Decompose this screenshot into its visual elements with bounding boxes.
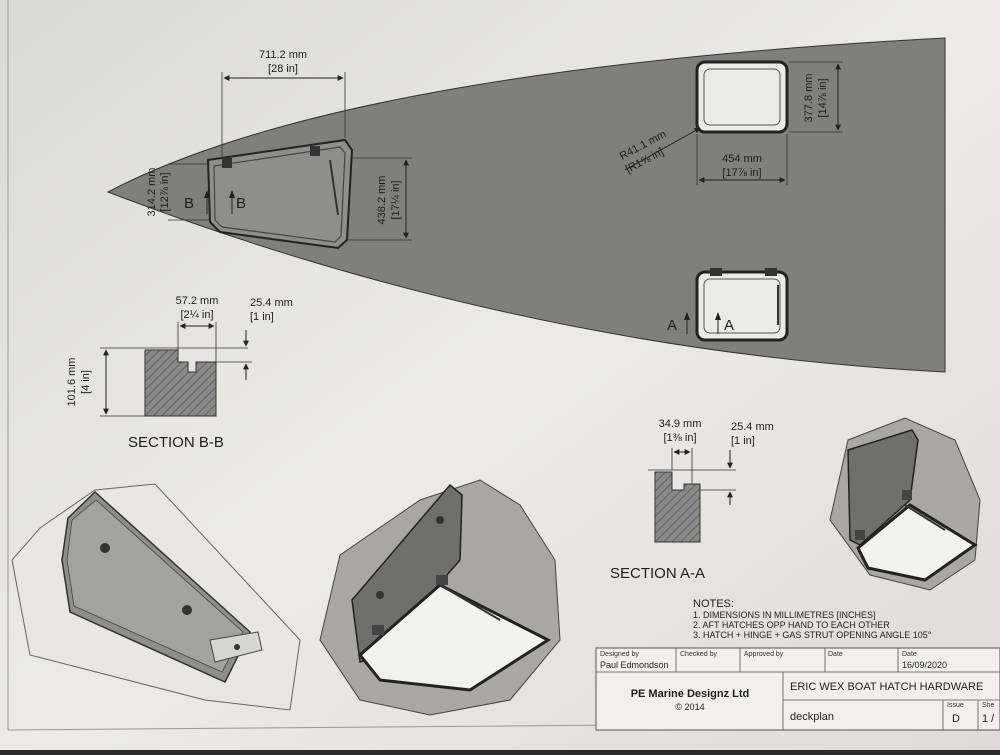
section-aa: 34.9 mm [1⅜ in] 25.4 mm [1 in] SECTION A… bbox=[610, 418, 774, 582]
note-item: 2. AFT HATCHES OPP HAND TO EACH OTHER bbox=[693, 620, 890, 630]
hinge-icon bbox=[234, 644, 240, 650]
notes-block: NOTES: 1. DIMENSIONS IN MILLIMETRES [INC… bbox=[693, 598, 932, 640]
company-name: PE Marine Designz Ltd bbox=[631, 688, 750, 700]
note-item: 1. DIMENSIONS IN MILLIMETRES [INCHES] bbox=[693, 610, 876, 620]
dim-aa-width-in: [1⅜ in] bbox=[663, 432, 696, 444]
sheet-label: She bbox=[982, 702, 995, 709]
lid-fastener-icon bbox=[376, 591, 384, 599]
iso-view-right bbox=[829, 417, 981, 591]
dim-aa-lip-in: [1 in] bbox=[731, 435, 755, 447]
dim-bb-lip-in: [1 in] bbox=[250, 311, 274, 323]
lid-fastener-icon bbox=[100, 543, 110, 553]
dim-aa-width-mm: 34.9 mm bbox=[659, 418, 702, 430]
note-item: 3. HATCH + HINGE + GAS STRUT OPENING ANG… bbox=[693, 630, 932, 640]
date-label: Date bbox=[902, 651, 917, 658]
section-a-label-left: A bbox=[667, 317, 677, 334]
drawing-title: ERIC WEX BOAT HATCH HARDWARE bbox=[790, 681, 983, 693]
aft-hatch bbox=[695, 60, 789, 134]
designed-by-label: Designed by bbox=[600, 651, 639, 658]
dim-aft-height-mm: 377.8 mm bbox=[803, 74, 815, 123]
dim-fwd-left-in: [12⅞ in] bbox=[159, 172, 171, 211]
designed-by-value: Paul Edmondson bbox=[600, 660, 669, 670]
dim-aft-width-in: [17⅞ in] bbox=[722, 167, 761, 179]
hinge-icon bbox=[372, 625, 384, 635]
dim-aft-width-mm: 454 mm bbox=[722, 153, 762, 165]
hinge-icon bbox=[436, 575, 448, 585]
iso-view-left bbox=[11, 483, 301, 711]
section-bb-title: SECTION B-B bbox=[128, 434, 224, 451]
section-marker-b: B B bbox=[184, 190, 246, 214]
dim-bb-depth-mm: 101.6 mm bbox=[66, 358, 78, 407]
hinge-icon bbox=[902, 490, 912, 500]
issue-value: D bbox=[952, 713, 960, 725]
dim-fwd-width-mm: 711.2 mm bbox=[259, 49, 307, 61]
section-aa-profile bbox=[654, 471, 701, 543]
dim-fwd-height-in: [17¼ in] bbox=[390, 180, 402, 219]
dim-bb-lip-mm: 25.4 mm bbox=[250, 297, 293, 309]
dim-fwd-left-mm: 314.2 mm bbox=[146, 168, 158, 217]
hinge-icon bbox=[855, 530, 865, 540]
dim-bb-width-mm: 57.2 mm bbox=[176, 295, 219, 307]
dim-aa-lip-mm: 25.4 mm bbox=[731, 421, 774, 433]
section-bb-profile bbox=[144, 349, 217, 417]
gas-strut bbox=[329, 159, 339, 216]
dim-fwd-width-in: [28 in] bbox=[268, 63, 298, 75]
hatch-opening-right bbox=[856, 503, 978, 582]
section-b-label-left: B bbox=[184, 195, 194, 212]
deck-plan: B B A A bbox=[106, 37, 946, 373]
lower-hatch bbox=[695, 268, 789, 342]
issue-label: Issue bbox=[947, 702, 964, 709]
dim-aft-height-in: [14⅞ in] bbox=[817, 78, 829, 117]
dim-bb-depth-in: [4 in] bbox=[80, 370, 92, 394]
hinge-icon bbox=[765, 268, 777, 276]
hinge-icon bbox=[710, 268, 722, 276]
notes-heading: NOTES: bbox=[693, 598, 734, 610]
hatch-lid-open bbox=[351, 483, 463, 663]
copyright: © 2014 bbox=[675, 702, 704, 712]
dim-fwd-height-mm: 438.2 mm bbox=[376, 176, 388, 225]
approved-by-label: Approved by bbox=[744, 651, 784, 658]
date-label: Date bbox=[828, 651, 843, 658]
hinge-icon bbox=[222, 158, 232, 168]
hatch-opening bbox=[357, 583, 552, 692]
dim-bb-width-in: [2¼ in] bbox=[180, 309, 213, 321]
hinge-icon bbox=[310, 146, 320, 156]
gas-strut bbox=[439, 584, 501, 621]
sheet-value: 1 / bbox=[982, 713, 995, 725]
lid-fastener-icon bbox=[182, 605, 192, 615]
fwd-hatch bbox=[206, 138, 354, 250]
section-marker-a: A A bbox=[667, 312, 734, 334]
section-a-label-right: A bbox=[724, 317, 734, 334]
section-aa-title: SECTION A-A bbox=[610, 565, 705, 582]
section-bb: 101.6 mm [4 in] 57.2 mm [2¼ in] 25.4 mm … bbox=[66, 295, 293, 451]
date-value: 16/09/2020 bbox=[902, 660, 947, 670]
lid-fastener-icon bbox=[436, 516, 444, 524]
section-b-label-right: B bbox=[236, 195, 246, 212]
gas-strut bbox=[904, 504, 946, 531]
drawing-file: deckplan bbox=[790, 711, 834, 723]
checked-by-label: Checked by bbox=[680, 651, 717, 658]
iso-view-center bbox=[319, 479, 561, 716]
title-block: Designed by Paul Edmondson Checked by Ap… bbox=[595, 647, 1000, 731]
